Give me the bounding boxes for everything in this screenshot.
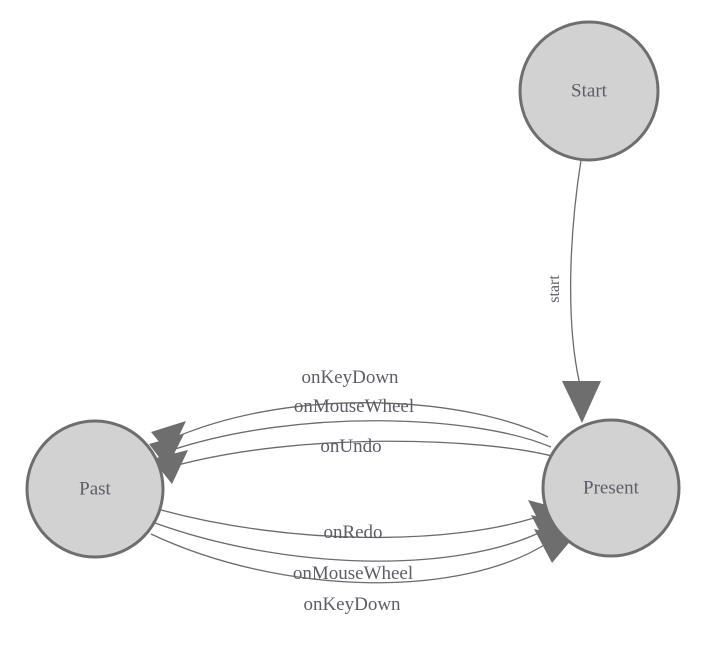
edge-present-to-past-onkeydown[interactable]: onKeyDown xyxy=(151,367,549,455)
edge-label-present-to-past-onundo: onUndo xyxy=(320,436,381,457)
node-past[interactable]: Past xyxy=(25,419,165,559)
node-present-label: Present xyxy=(583,477,640,498)
edge-label-present-to-past-onmousewheel: onMouseWheel xyxy=(294,396,414,417)
node-start[interactable]: Start xyxy=(518,20,660,162)
node-past-circle xyxy=(25,419,165,559)
arrowhead-present-to-past-onundo xyxy=(152,450,188,484)
edge-past-to-present-onmousewheel-path xyxy=(154,522,546,562)
arrowhead-start-to-present xyxy=(562,381,601,423)
edge-present-to-past-onmousewheel[interactable]: onMouseWheel xyxy=(149,396,552,468)
edge-start-to-present-path xyxy=(569,159,582,386)
edge-start-to-present[interactable]: start xyxy=(546,159,601,423)
edge-label-past-to-present-onredo: onRedo xyxy=(323,522,382,543)
edge-label-past-to-present-onkeydown: onKeyDown xyxy=(303,594,401,615)
edge-past-to-present-onkeydown-path xyxy=(150,533,550,584)
edge-present-to-past-onkeydown-path xyxy=(175,402,549,438)
edge-present-to-past-onundo-path xyxy=(173,440,557,467)
arrowhead-present-to-past-onkeydown xyxy=(151,421,186,455)
edge-present-to-past-onmousewheel-path xyxy=(171,420,552,451)
arrowhead-present-to-past-onmousewheel xyxy=(149,434,184,468)
node-past-label: Past xyxy=(79,478,111,499)
edge-past-to-present-onredo-path xyxy=(160,509,541,539)
edge-label-start: start xyxy=(546,275,563,303)
edge-present-to-past-onundo[interactable]: onUndo xyxy=(152,436,557,484)
node-present-circle xyxy=(541,418,681,558)
edge-label-present-to-past-onkeydown: onKeyDown xyxy=(301,367,399,388)
edge-past-to-present-onredo[interactable]: onRedo xyxy=(160,500,565,543)
node-start-label: Start xyxy=(571,80,608,101)
node-start-circle xyxy=(518,20,660,162)
edge-label-past-to-present-onmousewheel: onMouseWheel xyxy=(293,563,413,584)
node-present[interactable]: Present xyxy=(541,418,681,558)
